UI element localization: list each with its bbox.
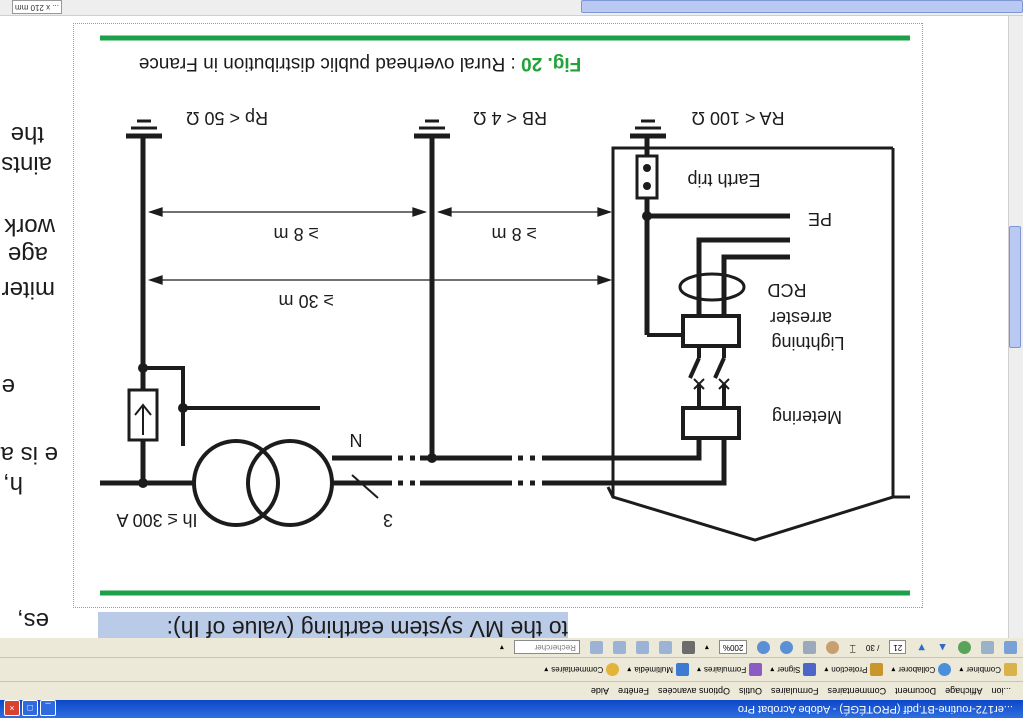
ra-label: RA < 100 Ω bbox=[691, 108, 784, 128]
horizontal-scroll-thumb[interactable] bbox=[581, 0, 1023, 13]
dimension-lines bbox=[147, 207, 613, 285]
ih-label: Ih ≤ 300 A bbox=[117, 510, 198, 530]
distance-label-3: ≥ 30 m bbox=[279, 291, 334, 311]
rp-label: Rp < 50 Ω bbox=[186, 108, 268, 128]
earth-trip-label: Earth trip bbox=[687, 170, 760, 190]
page-size-indicator: ... x 210 mm bbox=[12, 0, 63, 14]
wiring bbox=[100, 119, 910, 542]
caption: Fig. 20 : Rural overhead public distribu… bbox=[139, 53, 582, 74]
horizontal-scrollbar[interactable]: ... x 210 mm bbox=[0, 0, 1023, 16]
rb-label: RB < 4 Ω bbox=[473, 108, 547, 128]
earth-symbol-middle bbox=[414, 119, 450, 139]
pe-label: PE bbox=[808, 209, 832, 229]
caption-label: Fig. 20 bbox=[521, 53, 581, 74]
lightning-label-1: Lightning bbox=[771, 333, 844, 353]
distance-label-2: ≥ 8 m bbox=[492, 224, 537, 244]
diagram-labels: Rp < 50 Ω RB < 4 Ω RA < 100 Ω Earth trip… bbox=[117, 108, 845, 530]
svg-text:Fig. 20 : Rural over: Fig. 20 : Rural overhead public distribu… bbox=[139, 53, 582, 74]
rcd-label: RCD bbox=[768, 280, 807, 300]
phase-count-label: 3 bbox=[383, 510, 393, 530]
caption-text: : Rural overhead public distribution in … bbox=[139, 53, 516, 74]
earth-symbol-right bbox=[630, 119, 666, 139]
switch-crosses bbox=[693, 378, 730, 390]
diagram-content: Fig. 20 : Rural overhead public distribu… bbox=[100, 35, 910, 596]
neutral-label: N bbox=[350, 430, 363, 450]
earth-symbol-left bbox=[126, 119, 162, 139]
metering-label: Metering bbox=[772, 407, 842, 427]
lightning-label-2: arrester bbox=[770, 308, 832, 328]
distance-label-1: ≥ 8 m bbox=[274, 224, 319, 244]
